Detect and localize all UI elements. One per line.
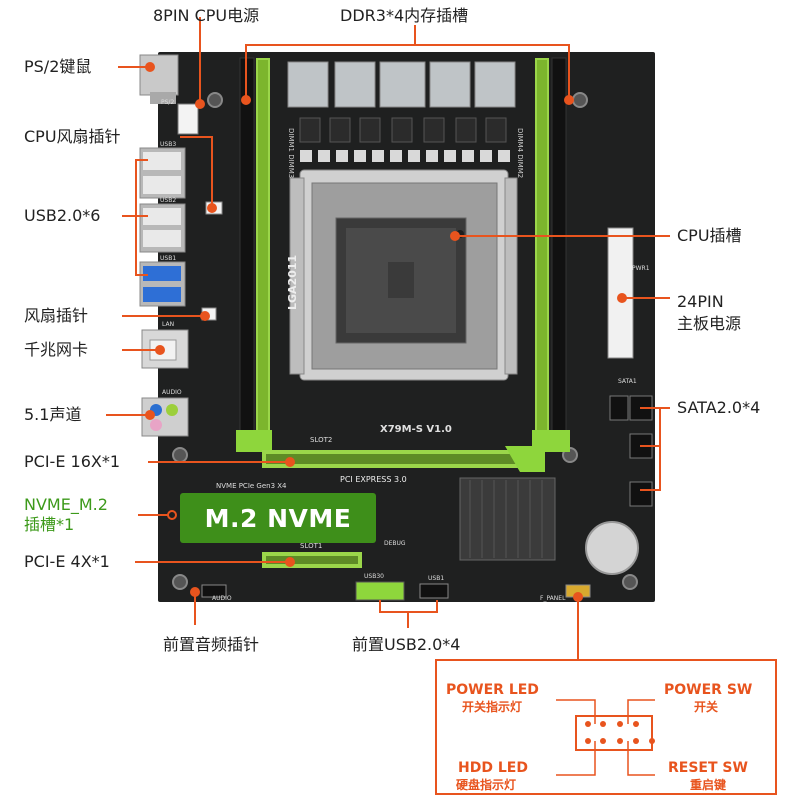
model-text: X79M-S V1.0 [380, 424, 452, 435]
label-front-usb: 前置USB2.0*4 [352, 635, 461, 654]
audio-bottom-text: AUDIO [212, 595, 232, 602]
audio-small-text: AUDIO [162, 389, 182, 396]
pin-label-power-led: POWER LED [446, 682, 539, 698]
dimm-slots-left: DIMM1 DIMM3 [236, 57, 295, 452]
cpu-8pin-connector [177, 103, 199, 135]
m2-nvme-slot-badge: M.2 NVME [180, 493, 376, 543]
slot2-text: SLOT2 [310, 436, 332, 444]
nvme-gen-text: NVME PCIe Gen3 X4 [216, 482, 287, 490]
label-pcie16: PCI-E 16X*1 [24, 452, 121, 471]
lga-text: LGA2011 [286, 255, 299, 310]
front-audio-header [201, 584, 227, 598]
vrm-area [287, 61, 516, 162]
usb30-text: USB30 [364, 573, 384, 580]
pin-label-reset-sw-cn: 重启键 [690, 778, 727, 792]
label-ps2: PS/2键鼠 [24, 57, 92, 76]
cpu-socket-drawing: LGA2011 [286, 169, 518, 381]
ps2-small-text: PS/2 [161, 99, 174, 106]
panel-text: F_PANEL [540, 595, 566, 602]
front-usb-header-1 [355, 581, 405, 601]
pwr1-text: PWR1 [632, 265, 650, 272]
label-fan-header: 风扇插针 [24, 306, 89, 325]
label-lan: 千兆网卡 [24, 340, 89, 359]
label-8pin-cpu-power: 8PIN CPU电源 [153, 6, 260, 25]
label-nvme-line2: 插槽*1 [24, 515, 75, 534]
label-cpu-socket: CPU插槽 [677, 226, 742, 245]
front-usb-header-2 [419, 583, 449, 599]
sata-ports-drawing [609, 395, 653, 507]
lan-small-text: LAN [162, 321, 174, 328]
pin-label-reset-sw: RESET SW [668, 760, 748, 776]
label-ddr3-slots: DDR3*4内存插槽 [340, 6, 469, 25]
dimm-slots-right: DIMM4 DIMM2 [516, 57, 570, 452]
pci-express-text: PCI EXPRESS 3.0 [340, 475, 407, 484]
usb1-small-text: USB1 [160, 255, 176, 262]
slot1-text: SLOT1 [300, 542, 322, 550]
pin-label-hdd-led: HDD LED [458, 760, 528, 776]
sata1-text: SATA1 [618, 378, 637, 385]
debug-text: DEBUG [384, 540, 406, 547]
pin-label-power-sw: POWER SW [664, 682, 753, 698]
label-front-audio: 前置音频插针 [163, 635, 260, 654]
pcie-x16-slot [262, 446, 545, 472]
label-audio-51: 5.1声道 [24, 405, 82, 424]
usb-bottom-text: USB1 [428, 575, 444, 582]
dimm-left-text: DIMM1 DIMM3 [287, 128, 295, 178]
pin-label-power-led-cn: 开关指示灯 [462, 700, 523, 714]
label-nvme-line1: NVME_M.2 [24, 495, 108, 514]
front-panel-pin-diagram [435, 659, 777, 795]
usb2-small-text: USB2 [160, 197, 176, 204]
chipset-heatsink [459, 477, 556, 561]
pin-label-power-sw-cn: 开关 [694, 700, 719, 714]
pin-label-hdd-led-cn: 硬盘指示灯 [456, 778, 517, 792]
label-usb20: USB2.0*6 [24, 206, 101, 225]
callout-lines [106, 17, 670, 660]
label-24pin-line2: 主板电源 [677, 314, 742, 333]
usb3-small-text: USB3 [160, 141, 176, 148]
label-cpu-fan: CPU风扇插针 [24, 127, 121, 146]
cmos-battery [585, 521, 639, 575]
label-24pin-line1: 24PIN [677, 292, 724, 311]
atx-24pin-connector [607, 227, 634, 359]
dimm-right-text: DIMM4 DIMM2 [516, 128, 524, 178]
label-sata: SATA2.0*4 [677, 398, 761, 417]
label-pcie4: PCI-E 4X*1 [24, 552, 110, 571]
